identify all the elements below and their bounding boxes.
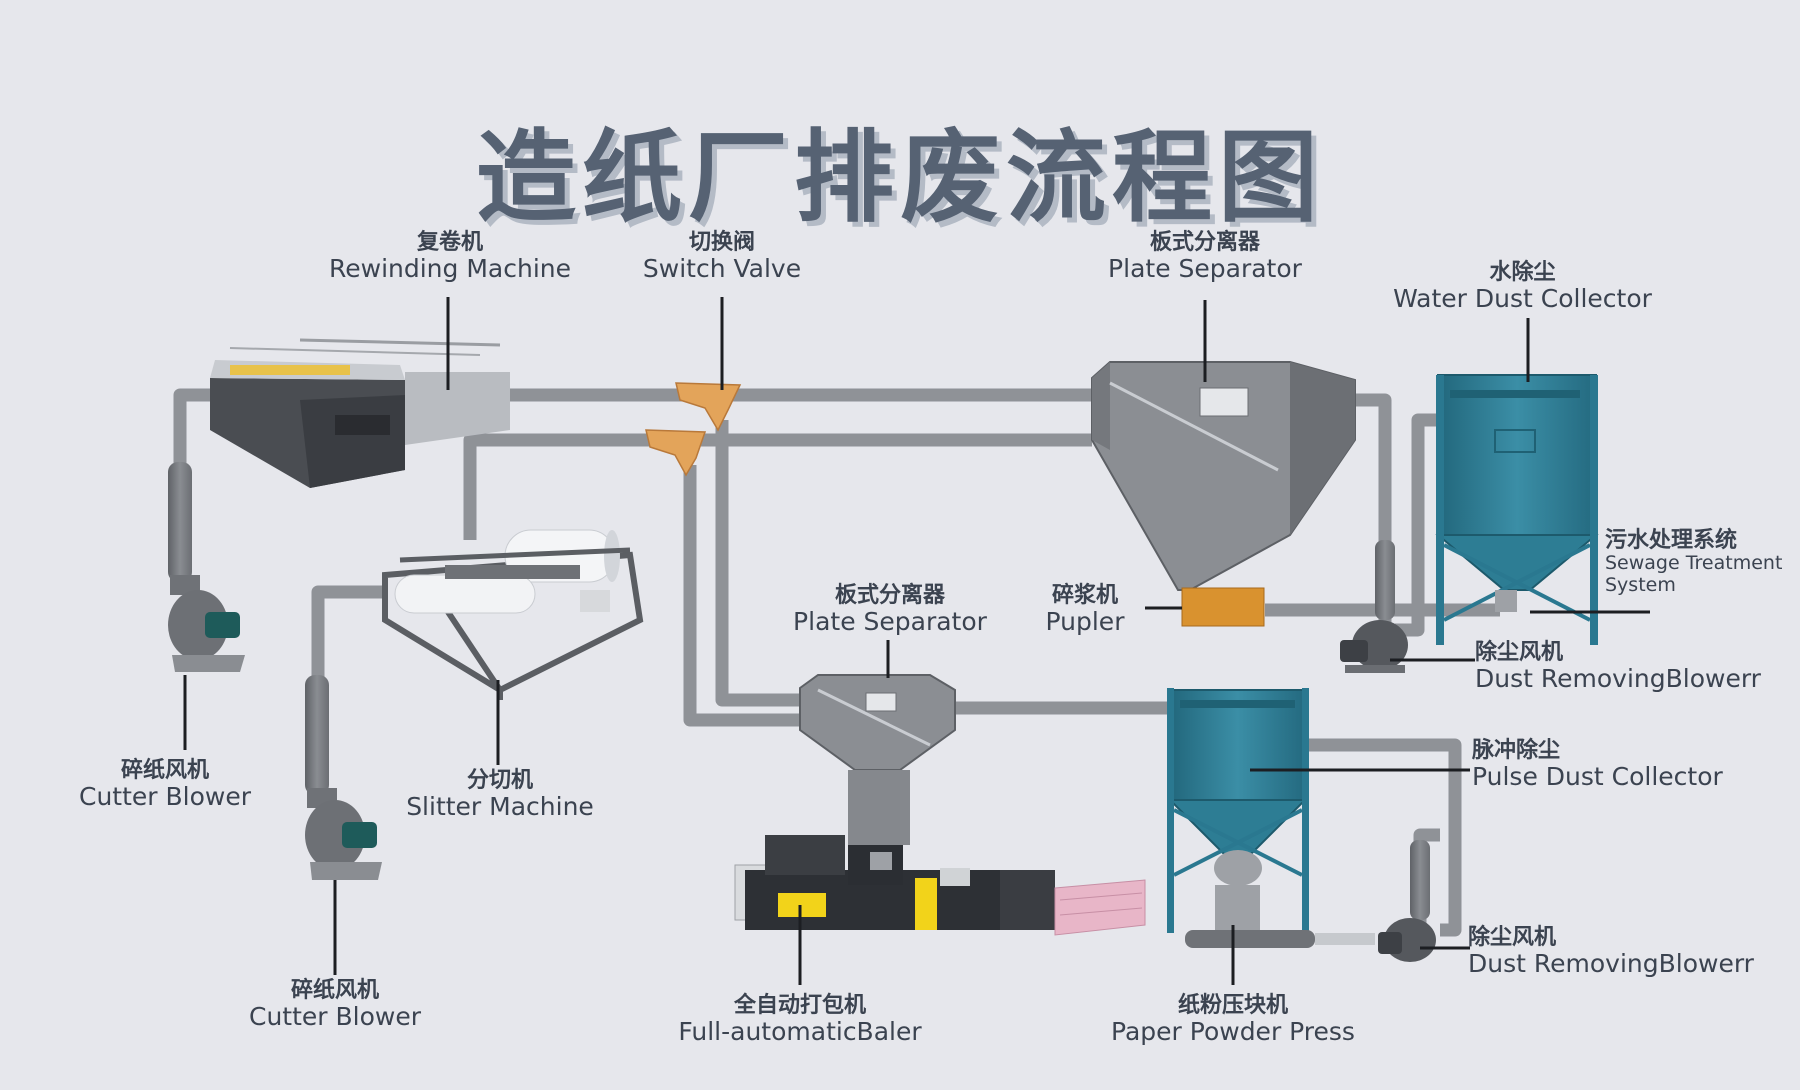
label-rewinding-machine: 复卷机 Rewinding Machine (315, 230, 585, 284)
label-plate-separator-mid: 板式分离器 Plate Separator (775, 583, 1005, 637)
label-en: Slitter Machine (406, 792, 594, 822)
dust-blower-bottom-illustration (1378, 840, 1436, 962)
pipe-valve2-down (683, 465, 800, 727)
leader-lines (183, 297, 1650, 985)
pipe-valve1-down (715, 420, 800, 707)
label-en: Rewinding Machine (329, 254, 571, 284)
label-zh: 碎纸风机 (290, 978, 379, 1003)
label-baler: 全自动打包机 Full-automaticBaler (660, 993, 940, 1047)
label-zh: 复卷机 (416, 230, 483, 255)
paper-powder-press-illustration (1185, 885, 1375, 948)
label-zh: 板式分离器 (1149, 230, 1260, 255)
label-en: Dust RemovingBlowerr (1475, 664, 1761, 694)
plate-separator-mid-illustration (799, 674, 956, 845)
label-en: Sewage Treatment (1605, 552, 1783, 575)
label-dust-blower-bottom: 除尘风机 Dust RemovingBlowerr (1468, 925, 1754, 979)
rewinding-machine-illustration (210, 338, 510, 488)
label-en-line2: System (1605, 574, 1676, 597)
label-slitter-machine: 分切机 Slitter Machine (395, 768, 605, 822)
water-dust-collector-illustration (1435, 374, 1599, 645)
pipe-second-line (463, 433, 1092, 540)
label-plate-separator-top: 板式分离器 Plate Separator (1090, 230, 1320, 284)
label-paper-powder-press: 纸粉压块机 Paper Powder Press (1098, 993, 1368, 1047)
label-en: Pupler (1045, 607, 1125, 637)
pulse-dust-collector-illustration (1167, 688, 1309, 933)
label-en: Full-automaticBaler (678, 1017, 922, 1047)
page-title: 造纸厂排废流程图 (476, 119, 1324, 236)
label-zh: 碎纸风机 (120, 758, 209, 783)
switch-valve-illustration (645, 382, 742, 477)
pipe-blower-water (1395, 413, 1438, 637)
pipe-pulse-blower (1305, 738, 1462, 937)
cutter-blower-2-illustration (305, 675, 382, 880)
cutter-blower-1-illustration (168, 462, 245, 672)
label-pulse-dust-collector: 脉冲除尘 Pulse Dust Collector (1472, 738, 1723, 792)
label-en: Cutter Blower (78, 782, 251, 812)
label-zh: 脉冲除尘 (1472, 738, 1561, 763)
label-en: Pulse Dust Collector (1472, 762, 1723, 792)
label-zh: 除尘风机 (1475, 640, 1564, 665)
label-cutter-blower-2: 碎纸风机 Cutter Blower (230, 978, 440, 1032)
label-cutter-blower-1: 碎纸风机 Cutter Blower (60, 758, 270, 812)
dust-blower-top-illustration (1340, 540, 1408, 673)
pipe-slitter-blower2 (311, 585, 385, 680)
baler-illustration (734, 835, 1146, 936)
label-en: Paper Powder Press (1111, 1017, 1355, 1047)
label-zh: 板式分离器 (834, 583, 945, 608)
label-zh: 分切机 (466, 768, 533, 793)
label-dust-blower-top: 除尘风机 Dust RemovingBlowerr (1475, 640, 1761, 694)
label-pulper: 碎浆机 Pupler (1035, 583, 1135, 637)
label-en: Switch Valve (642, 254, 802, 284)
label-zh: 碎浆机 (1051, 583, 1118, 608)
label-zh: 水除尘 (1489, 260, 1556, 285)
label-switch-valve: 切换阀 Switch Valve (612, 230, 832, 284)
label-zh: 切换阀 (688, 230, 755, 255)
label-zh: 全自动打包机 (733, 993, 866, 1018)
label-zh: 除尘风机 (1468, 925, 1557, 950)
label-sewage-treatment: 污水处理系统 Sewage Treatment System (1605, 528, 1782, 597)
label-water-dust-collector: 水除尘 Water Dust Collector (1380, 260, 1665, 314)
plate-separator-top-illustration (1091, 361, 1356, 627)
slitter-machine-illustration (382, 529, 644, 700)
pipe-rewinding-blower1 (173, 388, 210, 470)
label-en: Dust RemovingBlowerr (1468, 949, 1754, 979)
label-en: Cutter Blower (248, 1002, 421, 1032)
label-zh: 纸粉压块机 (1177, 993, 1288, 1018)
label-en: Plate Separator (1108, 254, 1302, 284)
label-en: Water Dust Collector (1393, 284, 1652, 314)
label-zh: 污水处理系统 (1605, 528, 1738, 553)
label-en: Plate Separator (793, 607, 987, 637)
